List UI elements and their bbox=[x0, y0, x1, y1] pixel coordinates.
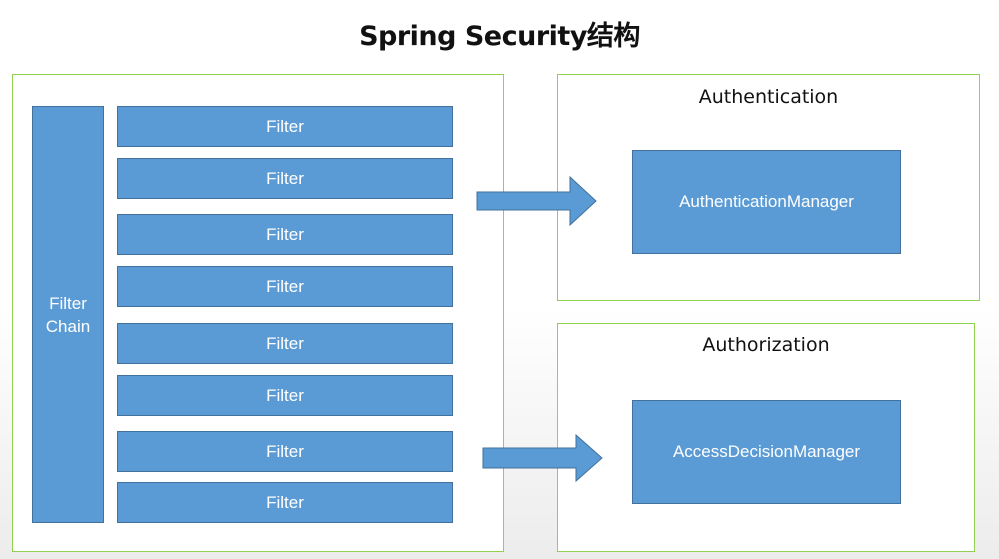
filter-box: Filter bbox=[117, 323, 453, 364]
filter-box: Filter bbox=[117, 375, 453, 416]
filter-box: Filter bbox=[117, 431, 453, 472]
filter-box: Filter bbox=[117, 158, 453, 199]
arrow-to-authorization bbox=[482, 434, 603, 483]
filter-chain-panel: Filter Chain Filter Filter Filter Filter… bbox=[12, 74, 504, 552]
authorization-title: Authorization bbox=[702, 334, 830, 356]
authorization-panel: Authorization AccessDecisionManager bbox=[557, 323, 975, 552]
filter-box: Filter bbox=[117, 214, 453, 255]
access-decision-manager-box: AccessDecisionManager bbox=[632, 400, 901, 504]
arrow-shape bbox=[476, 176, 597, 226]
diagram-title: Spring Security结构 bbox=[359, 21, 640, 52]
filter-chain-box: Filter Chain bbox=[32, 106, 104, 523]
filter-box: Filter bbox=[117, 482, 453, 523]
filter-box: Filter bbox=[117, 106, 453, 147]
authentication-title: Authentication bbox=[698, 86, 839, 108]
arrow-to-authentication bbox=[476, 176, 597, 226]
authentication-panel: Authentication AuthenticationManager bbox=[557, 74, 980, 301]
arrow-shape bbox=[482, 434, 603, 483]
authentication-manager-box: AuthenticationManager bbox=[632, 150, 901, 254]
filter-box: Filter bbox=[117, 266, 453, 307]
filter-chain-label-line1: Filter bbox=[49, 293, 87, 313]
filter-chain-label-line2: Chain bbox=[45, 316, 91, 336]
